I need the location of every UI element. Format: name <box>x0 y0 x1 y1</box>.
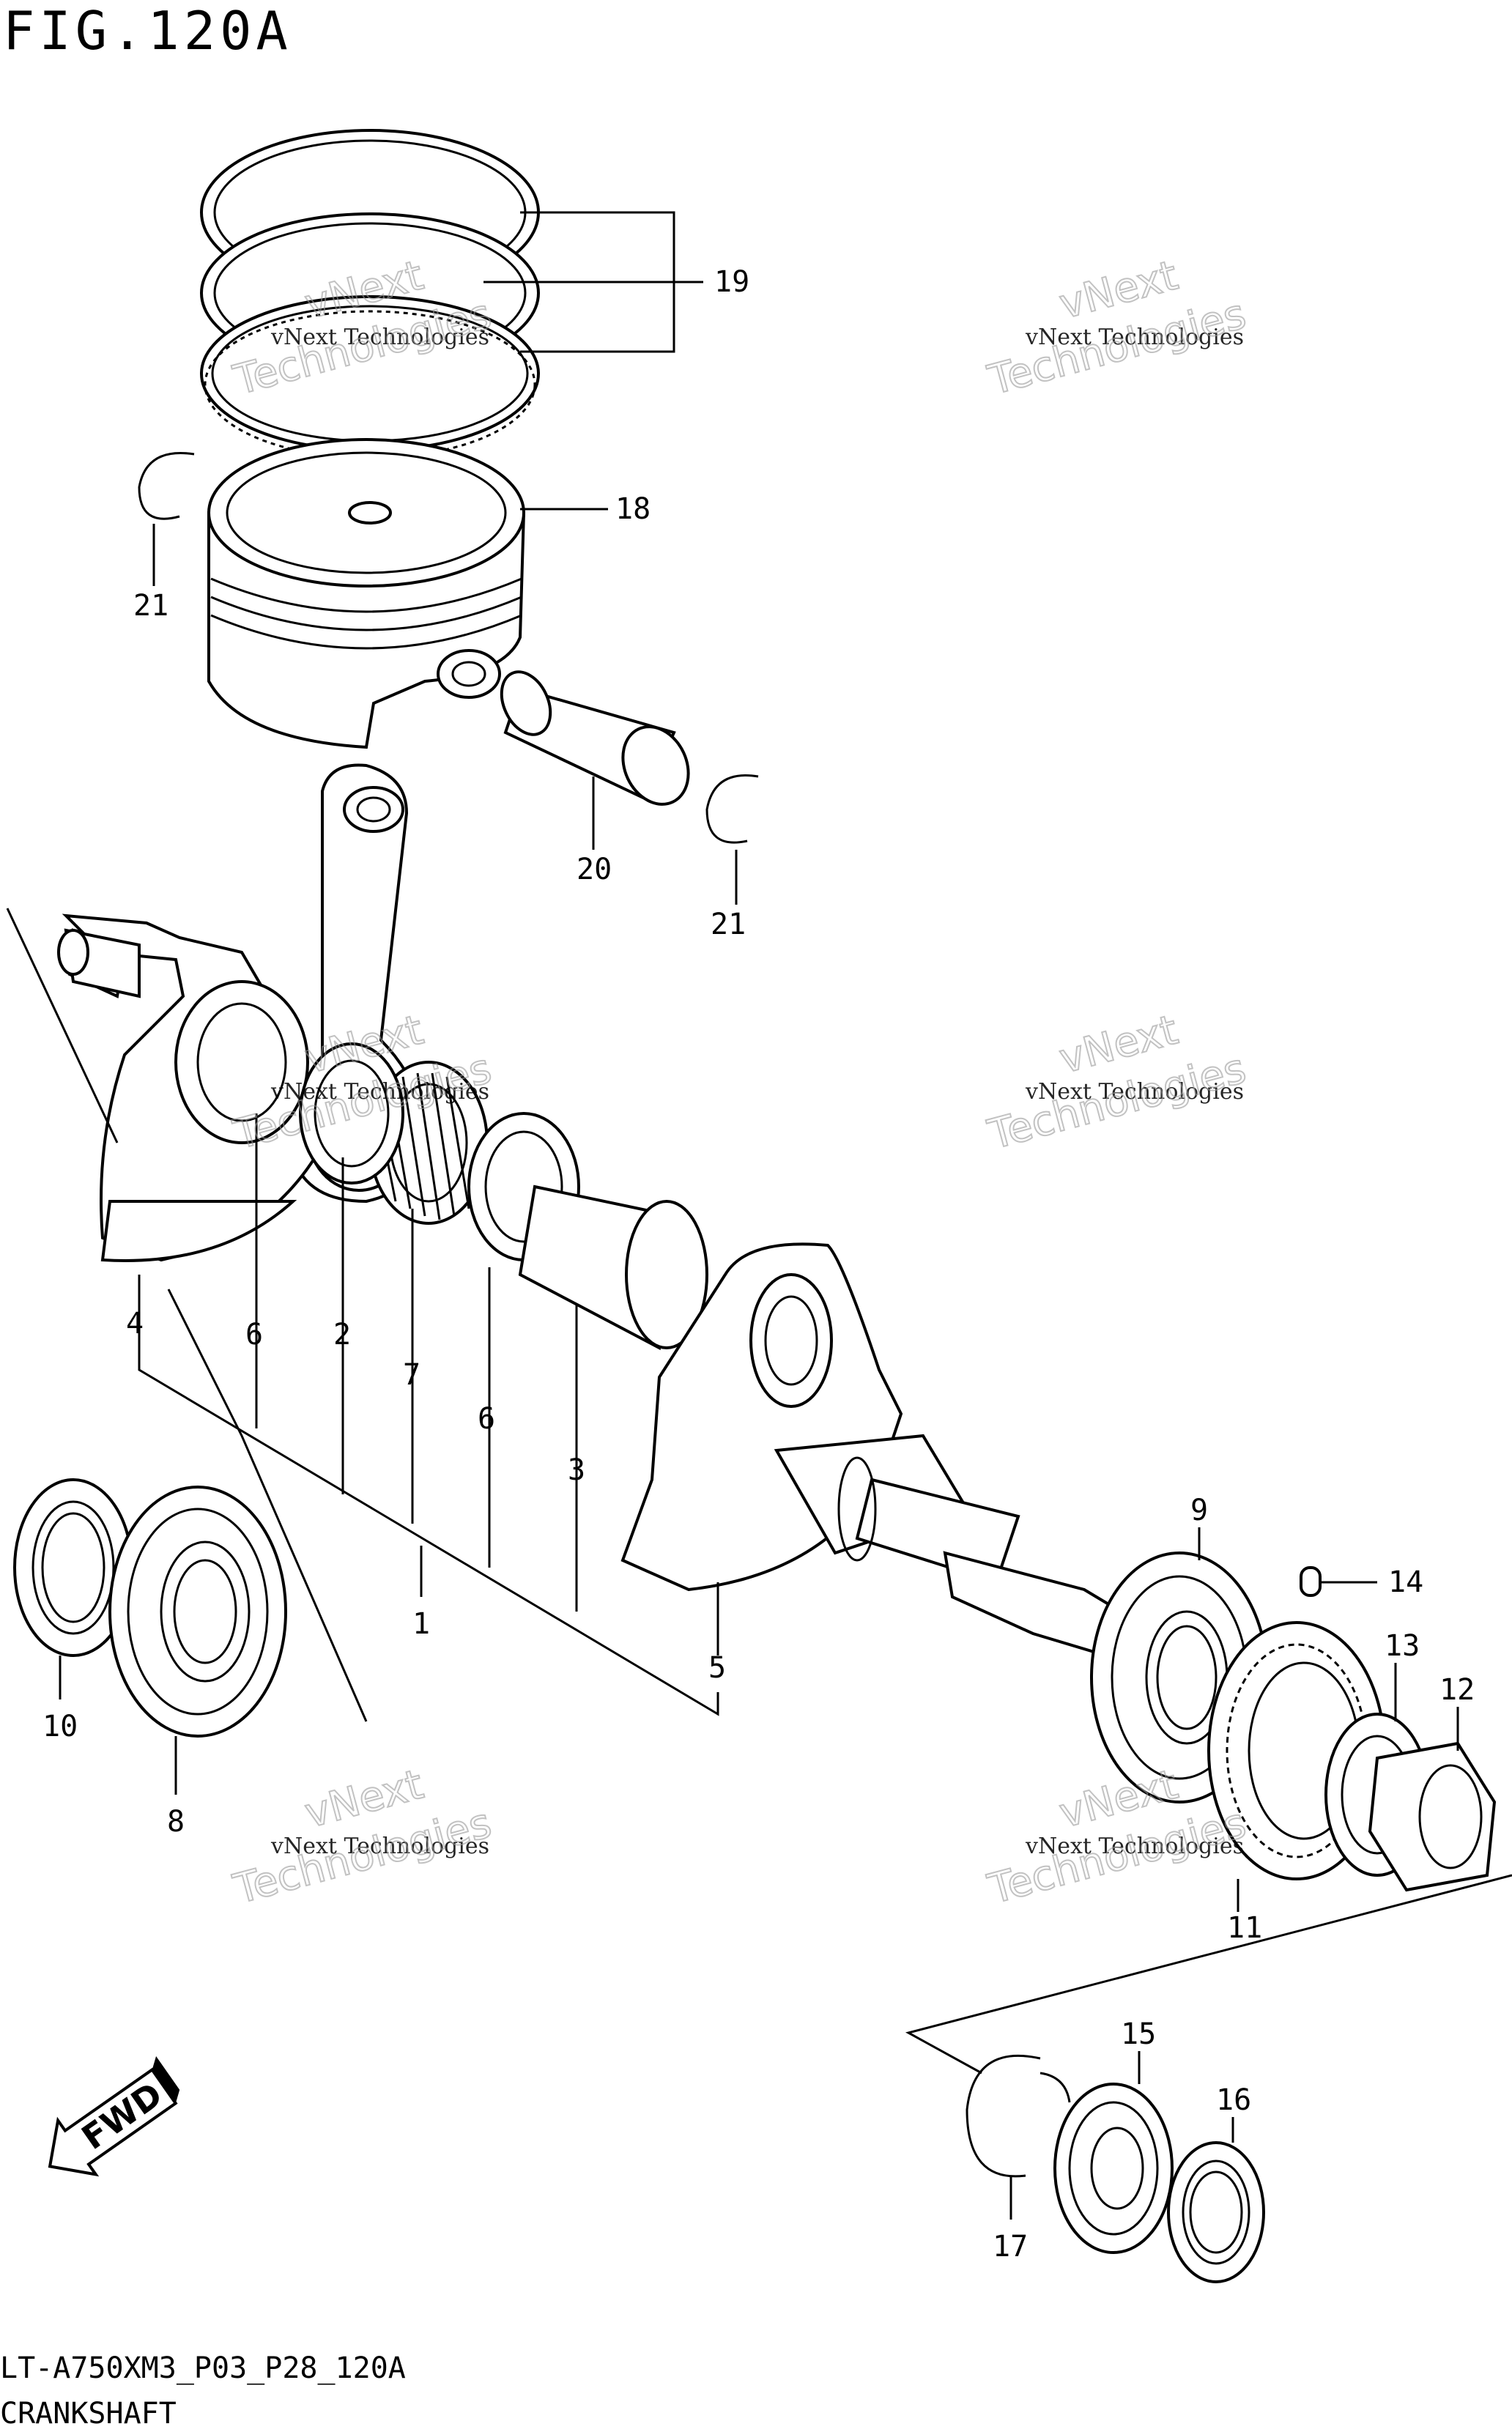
svg-text:vNext Technologies: vNext Technologies <box>270 1079 489 1105</box>
figure-title: FIG.120A <box>3 0 292 62</box>
oil-seal-icon <box>1167 2141 1265 2283</box>
svg-text:vNext Technologies: vNext Technologies <box>1025 1079 1244 1105</box>
callout-20: 20 <box>577 853 612 886</box>
watermark-low-left: vNext Technologies vNext Technologies <box>228 1760 497 1915</box>
crankshaft-icon <box>620 1242 1123 1658</box>
callout-5: 5 <box>708 1651 726 1685</box>
callout-2: 2 <box>333 1318 351 1352</box>
piston-pin-icon <box>500 670 690 806</box>
svg-text:vNext Technologies: vNext Technologies <box>1025 325 1244 350</box>
bearing-icon <box>108 1486 287 1738</box>
circlip-icon <box>966 2054 1071 2178</box>
callout-9: 9 <box>1190 1494 1208 1527</box>
callout-11: 11 <box>1227 1911 1262 1945</box>
callout-10: 10 <box>42 1710 78 1743</box>
callout-12: 12 <box>1439 1673 1475 1707</box>
leader-lines <box>6 211 1512 2220</box>
svg-text:vNext Technologies: vNext Technologies <box>1025 1834 1244 1859</box>
section-name: CRANKSHAFT <box>0 2397 177 2431</box>
circlip-icon <box>138 452 759 844</box>
key-icon <box>1300 1566 1322 1597</box>
callout-3: 3 <box>568 1453 585 1487</box>
svg-text:vNext Technologies: vNext Technologies <box>270 1834 489 1859</box>
bearing-icon <box>1053 2083 1174 2254</box>
callout-18: 18 <box>615 492 651 526</box>
watermark-top-right: vNext Technologies vNext Technologies <box>982 251 1251 406</box>
model-code: LT-A750XM3_P03_P28_120A <box>0 2351 406 2385</box>
callouts: 19 18 21 20 21 4 6 2 7 6 3 1 5 9 14 13 1… <box>42 265 1475 2264</box>
callout-1: 1 <box>412 1607 430 1641</box>
piston-icon <box>207 438 526 749</box>
callout-6-left: 6 <box>245 1318 263 1352</box>
callout-8: 8 <box>167 1805 185 1839</box>
fwd-label: FWD <box>75 2075 170 2157</box>
callout-7: 7 <box>403 1358 420 1392</box>
crankshaft-icon <box>57 928 141 998</box>
callout-17: 17 <box>993 2230 1028 2264</box>
callout-21-right: 21 <box>711 908 746 941</box>
callout-19: 19 <box>714 265 749 299</box>
watermark-mid-right: vNext Technologies vNext Technologies <box>982 1006 1251 1160</box>
callout-16: 16 <box>1216 2083 1251 2117</box>
fwd-arrow-icon: FWD <box>48 2056 180 2177</box>
callout-6-right: 6 <box>478 1402 495 1436</box>
callout-4: 4 <box>126 1307 144 1341</box>
crankshaft-icon <box>518 1185 708 1351</box>
callout-15: 15 <box>1121 2017 1156 2051</box>
callout-14: 14 <box>1388 1565 1423 1599</box>
svg-text:vNext Technologies: vNext Technologies <box>270 325 489 350</box>
callout-21-left: 21 <box>133 589 168 623</box>
callout-13: 13 <box>1385 1629 1420 1663</box>
